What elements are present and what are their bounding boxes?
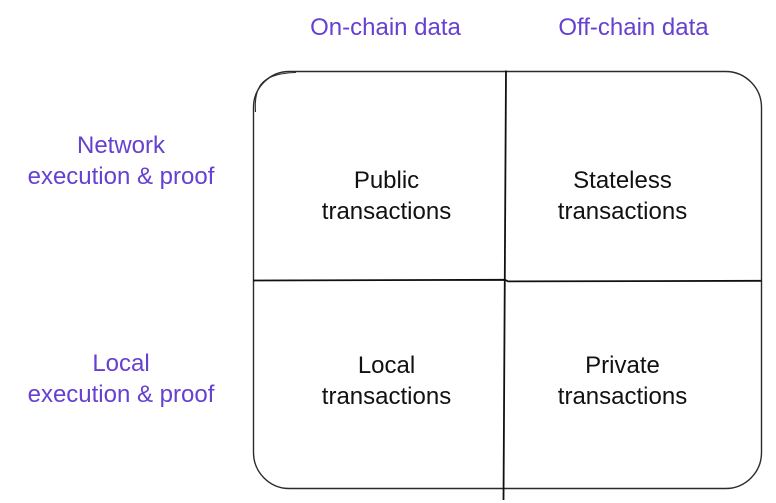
row-header-line: execution & proof xyxy=(27,163,215,190)
row-header-line: Local xyxy=(92,350,150,377)
column-header-off-chain: Off-chain data xyxy=(558,14,709,41)
cell-line: transactions xyxy=(557,198,688,225)
row-header-line: execution & proof xyxy=(27,381,215,408)
cell-line: Private xyxy=(585,352,660,379)
column-header-on-chain: On-chain data xyxy=(310,14,461,41)
cell-public-transactions: Public transactions xyxy=(259,165,514,227)
cell-line: Stateless xyxy=(573,167,672,194)
row-header-line: Network xyxy=(76,132,166,159)
cell-line: transactions xyxy=(321,383,452,410)
sketch-overdraw-stroke xyxy=(254,71,297,113)
cell-local-transactions: Local transactions xyxy=(259,350,514,412)
row-header-local: Local execution & proof xyxy=(0,348,242,410)
horizontal-divider-line xyxy=(252,278,762,283)
cell-line: transactions xyxy=(321,198,452,225)
cell-private-transactions: Private transactions xyxy=(495,350,750,412)
cell-line: Public xyxy=(353,167,420,194)
vertical-divider-line xyxy=(502,70,507,501)
row-header-network: Network execution & proof xyxy=(0,130,242,192)
cell-line: Local xyxy=(357,352,416,379)
cell-line: transactions xyxy=(557,383,688,410)
cell-stateless-transactions: Stateless transactions xyxy=(495,165,750,227)
